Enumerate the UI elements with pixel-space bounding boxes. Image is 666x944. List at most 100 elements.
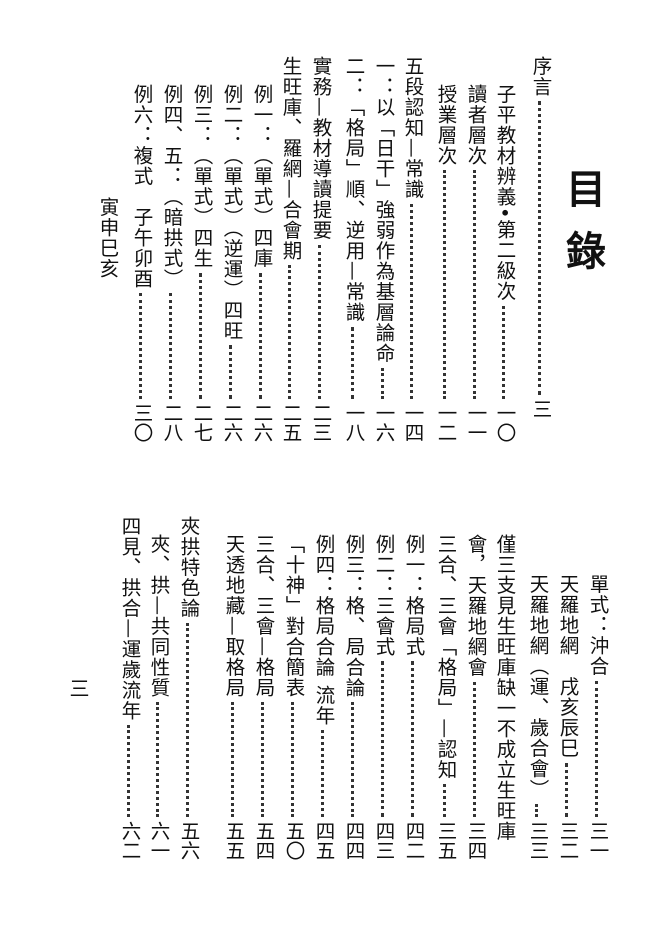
- toc-entry-title: 例三：格、局合論: [342, 534, 365, 698]
- toc-entry[interactable]: 生旺庫、羅網—合會期二五: [277, 56, 302, 442]
- toc-entry-title: 例三：（單式）四生: [190, 84, 213, 269]
- toc-entry[interactable]: 序言三: [527, 56, 552, 419]
- toc-entry[interactable]: 例二：（單式）（逆運）四旺二六: [218, 84, 243, 442]
- dot-leader: [156, 702, 159, 817]
- toc-entry[interactable]: 三合、三會—格局五四: [250, 534, 275, 860]
- toc-entry[interactable]: 例二：三會式四三: [370, 534, 395, 860]
- page-title: 目錄: [559, 168, 605, 292]
- toc-entry[interactable]: 讀者層次一一: [462, 84, 487, 442]
- toc-entry[interactable]: 天透地藏—取格局五五: [220, 534, 245, 860]
- dot-leader: [351, 702, 354, 817]
- toc-entry-page: 五〇: [282, 821, 305, 860]
- toc-entry-page: 三〇: [130, 403, 153, 442]
- dot-leader: [565, 762, 568, 817]
- toc-entry-page: 二八: [160, 403, 183, 442]
- toc-entry-page: 四五: [312, 821, 335, 860]
- toc-entry[interactable]: 例三：格、局合論四四: [340, 534, 365, 860]
- toc-entry-page: 四三: [372, 821, 395, 860]
- toc-entry[interactable]: 例三：（單式）四生二七: [188, 84, 213, 442]
- toc-entry-page: 二六: [220, 403, 243, 442]
- toc-entry-title: 一：以「日干」強弱作為基層論命: [372, 56, 395, 364]
- toc-entry[interactable]: 「十神」對合簡表五〇: [280, 534, 305, 860]
- toc-entry[interactable]: 實務—教材導讀提要二三: [307, 56, 332, 442]
- toc-entry-title: 二：「格局」順、逆用—常識: [342, 56, 365, 323]
- toc-entry[interactable]: 三合、三會「格局」—認知三五: [432, 534, 457, 860]
- dot-leader: [351, 326, 354, 399]
- toc-entry-page: 三四: [464, 821, 487, 860]
- toc-entry-page: 五四: [252, 821, 275, 860]
- toc-entry-page: 一八: [342, 403, 365, 442]
- toc-entry-page: 二三: [309, 403, 332, 442]
- toc-entry-title: 單式：沖合: [586, 574, 609, 677]
- dot-leader: [231, 702, 234, 817]
- toc-entry-title: 會，天羅地網會: [464, 534, 487, 678]
- toc-continuation: 寅申巳亥: [96, 197, 119, 279]
- toc-entry[interactable]: 例一：（單式）四庫二六: [248, 84, 273, 442]
- toc-entry-title: 天羅地網 戌亥辰巳: [556, 574, 579, 759]
- toc-entry[interactable]: 夾、拱—共同性質六一: [145, 534, 170, 860]
- toc-entry-title: 夾、拱—共同性質: [147, 534, 170, 698]
- toc-entry[interactable]: 單式：沖合三一: [584, 574, 609, 860]
- dot-leader: [127, 725, 130, 817]
- toc-entry-page: 三五: [434, 821, 457, 860]
- dot-leader: [473, 681, 476, 817]
- dot-leader: [321, 729, 324, 817]
- toc-entry[interactable]: 五段認知—常識一四: [399, 56, 424, 442]
- toc-entry-title: 讀者層次: [464, 84, 487, 166]
- toc-entry[interactable]: 一：以「日干」強弱作為基層論命一六: [370, 56, 395, 442]
- toc-entry[interactable]: 例四：格局合論 流年四五: [310, 534, 335, 860]
- toc-entry-title: 五段認知—常識: [401, 56, 424, 200]
- dot-leader: [186, 622, 189, 817]
- page-number: 三: [66, 678, 90, 698]
- toc-entry[interactable]: 例六：複式 子午卯酉三〇: [128, 84, 153, 442]
- dot-leader: [443, 170, 446, 399]
- toc-entry-title: 例六：複式 子午卯酉: [130, 84, 153, 289]
- toc-entry[interactable]: 子平教材辨義•第二級次一〇: [491, 84, 516, 442]
- toc-entry-page: 五五: [222, 821, 245, 860]
- dot-leader: [169, 293, 172, 399]
- toc-entry-page: 四四: [342, 821, 365, 860]
- dot-leader: [261, 702, 264, 817]
- dot-leader: [410, 203, 413, 399]
- toc-entry[interactable]: 二：「格局」順、逆用—常識一八: [340, 56, 365, 442]
- toc-entry-title: 序言: [529, 56, 552, 97]
- toc-entry[interactable]: 夾拱特色論五六: [175, 516, 200, 860]
- dot-leader: [473, 170, 476, 399]
- toc-entry-title: 例一：（單式）四庫: [250, 84, 273, 269]
- toc-entry-title: 僅三支見生旺庫缺一不成立生旺庫: [493, 534, 516, 842]
- toc-entry-page: 三: [529, 398, 552, 419]
- toc-entry-title: 生旺庫、羅網—合會期: [279, 56, 302, 261]
- toc-entry[interactable]: 天羅地網 戌亥辰巳三二: [554, 574, 579, 860]
- toc-entry-page: 二七: [190, 403, 213, 442]
- toc-entry-page: 一四: [401, 403, 424, 442]
- toc-entry[interactable]: 授業層次一二: [432, 84, 457, 442]
- toc-entry[interactable]: 僅三支見生旺庫缺一不成立生旺庫: [491, 534, 516, 860]
- toc-entry-title: 天透地藏—取格局: [222, 534, 245, 698]
- toc-entry[interactable]: 四見、拱合—運歲流年六二: [116, 516, 141, 860]
- toc-entry[interactable]: 例四、五：（暗拱式）二八: [158, 84, 183, 442]
- dot-leader: [199, 272, 202, 399]
- dot-leader: [538, 101, 541, 395]
- toc-entry[interactable]: 天羅地網（運、歲合會）三三: [524, 574, 549, 860]
- toc-entry-page: 三一: [586, 821, 609, 860]
- toc-entry[interactable]: 會，天羅地網會三四: [462, 534, 487, 860]
- dot-leader: [288, 265, 291, 399]
- dot-leader: [318, 244, 321, 399]
- toc-entry-page: 一〇: [493, 403, 516, 442]
- toc-entry-title: 例二：（單式）（逆運）四旺: [220, 84, 243, 341]
- toc-entry-page: 一二: [434, 403, 457, 442]
- toc-entry-title: 實務—教材導讀提要: [309, 56, 332, 241]
- toc-entry-page: 六二: [118, 821, 141, 860]
- dot-leader: [229, 344, 232, 399]
- toc-entry-page: 四二: [402, 821, 425, 860]
- toc-entry-page: 三三: [526, 821, 549, 860]
- dot-leader: [381, 661, 384, 817]
- toc-entry-title: 例四：格局合論 流年: [312, 534, 335, 726]
- dot-leader: [259, 272, 262, 399]
- toc-entry-title: 例一：格局式: [402, 534, 425, 657]
- toc-entry-page: 五六: [177, 821, 200, 860]
- toc-entry[interactable]: 例一：格局式四二: [400, 534, 425, 860]
- toc-entry-page: 三二: [556, 821, 579, 860]
- toc-entry-page: 二六: [250, 403, 273, 442]
